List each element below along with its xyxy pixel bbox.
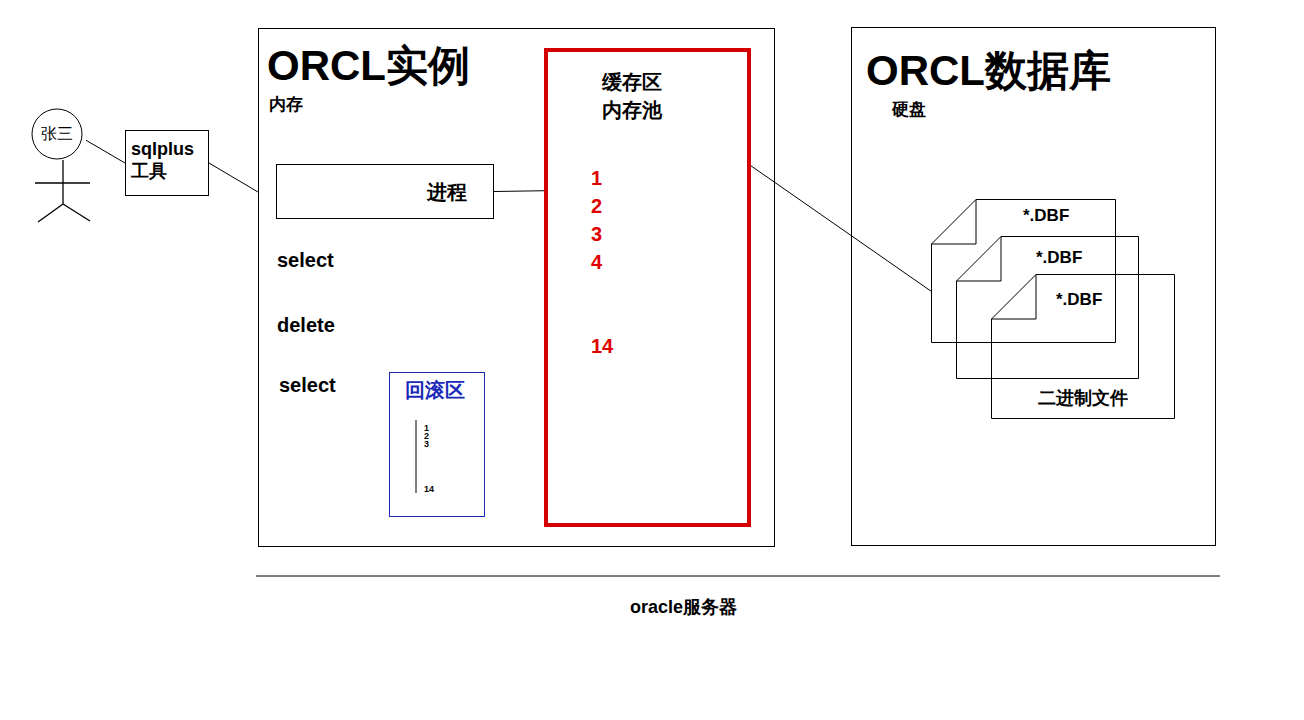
instance-box: ORCL实例内存进程回滚区12314缓存区 内存池123414 xyxy=(258,28,775,547)
stick-figure xyxy=(35,160,90,222)
connector-line xyxy=(494,190,544,192)
node-title: ORCL数据库 xyxy=(866,50,1111,92)
connector-line xyxy=(751,166,931,291)
rollback-box: 回滚区12314 xyxy=(389,372,485,517)
database-box: ORCL数据库硬盘 *.DBF *.DBF *.DBF 二进制文件 xyxy=(851,27,1216,546)
server-rule xyxy=(256,576,1220,577)
dbf-file: *.DBF xyxy=(956,236,1139,379)
node-text: 3 xyxy=(591,222,602,246)
node-title: *.DBF xyxy=(1036,248,1082,268)
node-title: 回滚区 xyxy=(405,378,465,402)
connector-line xyxy=(209,163,258,192)
node-text: 1 xyxy=(591,166,602,190)
dbf-file: *.DBF 二进制文件 xyxy=(991,274,1175,419)
node-text: 内存 xyxy=(269,95,303,115)
sql-statement: select xyxy=(279,373,336,397)
node-text: 14 xyxy=(424,484,434,495)
rollback-bar xyxy=(416,420,417,493)
node-title: 缓存区 内存池 xyxy=(602,68,668,124)
connector-line xyxy=(86,140,125,163)
node-title: *.DBF xyxy=(1023,206,1069,226)
node-title: 进程 xyxy=(427,180,467,204)
node-text: 2 xyxy=(591,194,602,218)
node-title: sqlplus 工具 xyxy=(131,139,203,182)
node-text: 4 xyxy=(591,250,602,274)
sql-statement: select xyxy=(277,248,334,272)
node-title: *.DBF xyxy=(1056,290,1102,310)
cache-box: 缓存区 内存池 1 2 3 4 14 xyxy=(544,48,751,527)
node-text: 14 xyxy=(591,334,613,358)
node-text: 硬盘 xyxy=(892,100,926,120)
node-text: 二进制文件 xyxy=(1038,388,1128,410)
node-title: 张三 xyxy=(28,124,86,143)
server-caption: oracle服务器 xyxy=(630,597,737,619)
tool-box: sqlplus 工具 xyxy=(125,130,209,196)
dbf-file: *.DBF xyxy=(931,199,1116,343)
process-box: 进程 xyxy=(276,164,494,219)
person-head: 张三 xyxy=(28,108,86,160)
sql-statement: delete xyxy=(277,313,335,337)
node-title: ORCL实例 xyxy=(267,45,470,87)
node-text: 3 xyxy=(424,439,429,450)
